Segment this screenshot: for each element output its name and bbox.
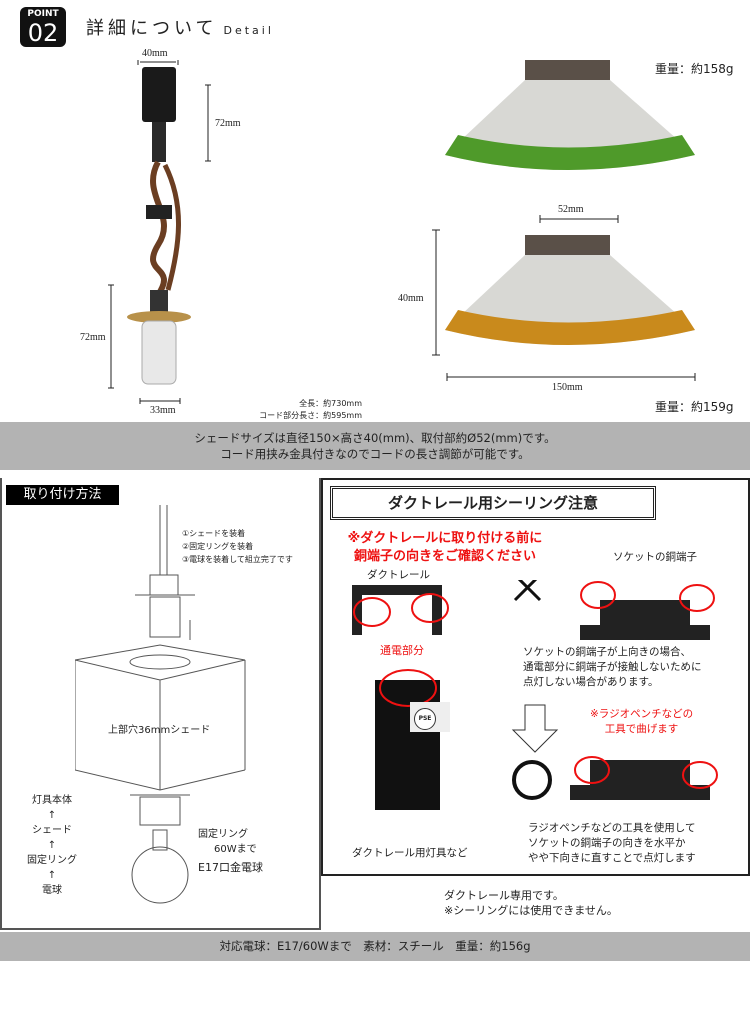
text-line: ※シーリングには使用できません。 (444, 904, 618, 917)
exclusive-note: ダクトレール専用です。 ※シーリングには使用できません。 (444, 888, 618, 918)
duct-title: ダクトレール用シーリング注意 (330, 486, 656, 520)
order-item: 固定リング (27, 855, 77, 866)
text-line: 工具で曲げます (604, 723, 679, 735)
arrow-down-icon (511, 704, 559, 753)
duct-rail-panel (321, 478, 750, 876)
text-line: ※ラジオペンチなどの (590, 708, 694, 720)
amber-shade (445, 235, 695, 345)
warning-line: 銅端子の向きをご確認ください (353, 549, 536, 564)
pendant-diagram (108, 60, 211, 404)
rail-label: ダクトレール (367, 569, 430, 581)
bulb-info: 固定リング 60Wまで E17口金電球 (198, 827, 263, 875)
weight-green: 重量：約158g (655, 62, 734, 76)
power-label: 通電部分 (380, 644, 424, 657)
assembly-order: 灯具本体 ↑ シェード ↑ 固定リング ↑ 電球 (22, 793, 82, 898)
cord-clip (146, 205, 172, 219)
green-shade (445, 60, 695, 170)
total-length: 全長：約730mm (299, 399, 362, 408)
arrow-up-icon: ↑ (47, 870, 57, 881)
bulb-watt: 60Wまで (214, 844, 257, 855)
tool-note: ※ラジオペンチなどの工具で曲げます (590, 707, 693, 737)
order-item: シェード (32, 825, 72, 836)
text-line: ダクトレール専用です。 (444, 889, 564, 902)
text-line: 通電部分に銅端子が接触しないために (523, 661, 702, 673)
step: ③電球を装着して組立完了です (182, 555, 293, 564)
pse-mark: PSE (414, 708, 436, 730)
cross-icon (513, 580, 542, 602)
section-title: 詳細について Detail (86, 14, 274, 40)
good-text: ラジオペンチなどの工具を使用してソケットの銅端子の向きを水平かやや下向きに直すこ… (528, 821, 696, 866)
text-line: やや下向きに直すことで点灯します (528, 852, 696, 864)
text-line: 点灯しない場合があります。 (523, 676, 659, 688)
badge-label: POINT (27, 9, 59, 19)
weight-amber: 重量：約159g (655, 400, 734, 414)
shade-images (432, 60, 696, 381)
title-ja: 詳細について (86, 18, 218, 39)
text-line: ソケットの銅端子の向きを水平か (528, 837, 686, 849)
install-label: 取り付け方法 (6, 485, 119, 505)
arrow-up-icon: ↑ (47, 810, 57, 821)
spec-band: 対応電球：E17/60Wまで 素材：スチール 重量：約156g (0, 932, 750, 961)
socket-width: 40mm (142, 48, 168, 59)
bad-text: ソケットの銅端子が上向きの場合、通電部分に銅端子が接触しないために点灯しない場合… (523, 645, 702, 690)
step: ②固定リングを装着 (182, 542, 254, 551)
duct-warning: ※ダクトレールに取り付ける前に銅端子の向きをご確認ください (335, 530, 555, 566)
shade-info-band: シェードサイズは直径150×高さ40(mm)、取付部約Ø52(mm)です。コード… (0, 422, 750, 470)
title-en: Detail (223, 24, 274, 37)
order-item: 灯具本体 (32, 795, 72, 806)
terminal-label: ソケットの銅端子 (613, 551, 697, 563)
bulb-type: E17口金電球 (198, 861, 263, 874)
install-diagram (75, 505, 246, 904)
badge-number: 02 (27, 19, 59, 47)
order-item: 電球 (42, 885, 62, 896)
text-line: ソケットの銅端子が上向きの場合、 (523, 646, 691, 658)
shade-height: 40mm (398, 293, 424, 304)
warning-line: ※ダクトレールに取り付ける前に (347, 531, 543, 546)
bottom-width: 33mm (150, 405, 176, 416)
cord-length: コード部分長さ：約595mm (259, 411, 362, 420)
shade-diameter: 150mm (552, 382, 583, 393)
socket-body (142, 67, 176, 122)
text-line: ラジオペンチなどの工具を使用して (528, 822, 696, 834)
fixture-label: ダクトレール用灯具など (352, 847, 468, 859)
shade-top-width: 52mm (558, 204, 584, 215)
twisted-cord (150, 160, 167, 297)
fixture-image (375, 680, 440, 810)
band-line: シェードサイズは直径150×高さ40(mm)、取付部約Ø52(mm)です。 (194, 431, 556, 445)
length-notes: 全長：約730mm コード部分長さ：約595mm (240, 398, 362, 422)
arrow-up-icon: ↑ (47, 840, 57, 851)
install-steps: ①シェードを装着 ②固定リングを装着 ③電球を装着して組立完了です (182, 527, 293, 566)
ring-label: 固定リング (198, 829, 248, 840)
socket-height: 72mm (215, 118, 241, 129)
circle-ok-icon (512, 760, 552, 800)
point-badge: POINT 02 (20, 7, 66, 47)
install-panel (0, 478, 321, 930)
band-line: コード用挟み金具付きなのでコードの長さ調節が可能です。 (220, 447, 530, 461)
shade-label: 上部穴36mmシェード (108, 725, 211, 736)
step: ①シェードを装着 (182, 529, 246, 538)
duct-images (352, 580, 718, 810)
bottom-height: 72mm (80, 332, 106, 343)
